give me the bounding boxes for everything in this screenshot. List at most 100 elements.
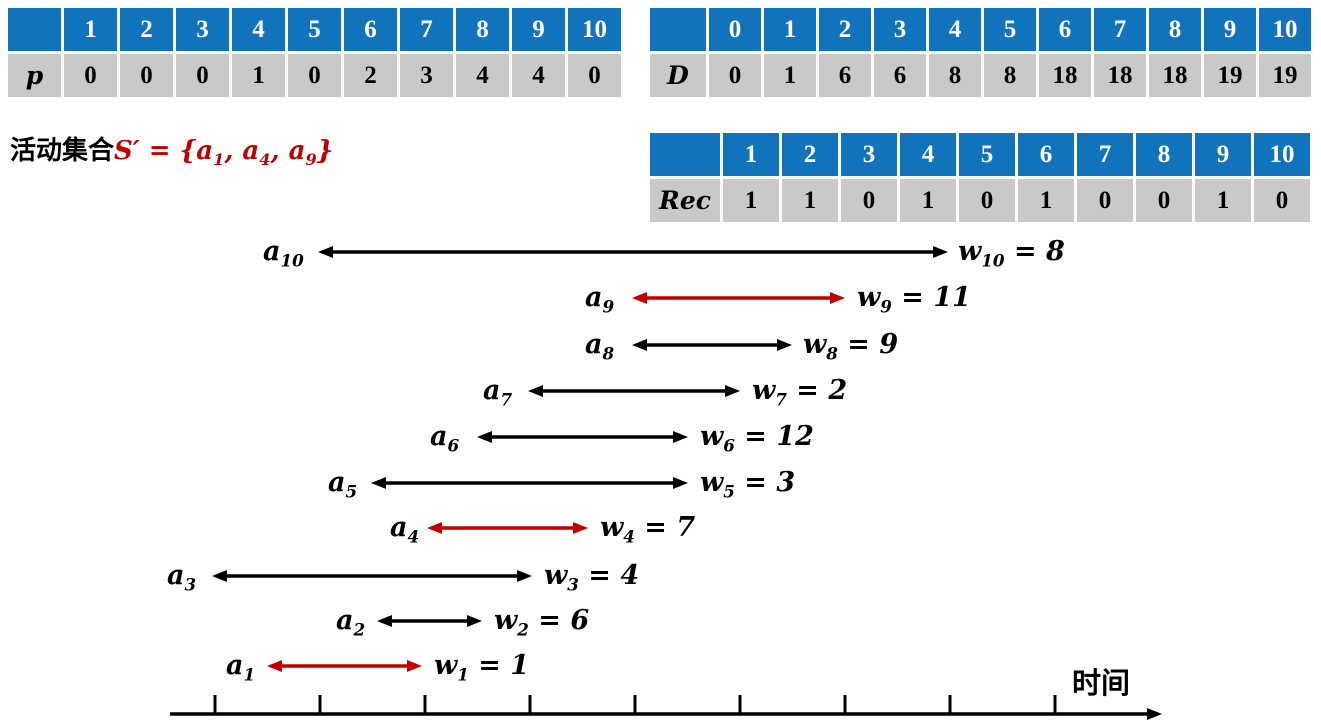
activity-label-a4: a4 xyxy=(390,512,420,547)
arrowhead-right-icon xyxy=(467,615,482,627)
d-table-header-5: 5 xyxy=(984,8,1036,51)
activity-arrow-a7 xyxy=(528,385,740,397)
weight-label-w7: w7 = 2 xyxy=(752,375,848,410)
activity-label-a6: a6 xyxy=(430,421,460,456)
rec-table-header-5: 5 xyxy=(959,133,1015,176)
p-table-header-2: 2 xyxy=(120,8,173,51)
p-table-value-10: 0 xyxy=(568,54,621,97)
arrowhead-left-icon xyxy=(528,385,543,397)
activity-arrow-a2 xyxy=(377,615,482,627)
p-table-value-6: 2 xyxy=(344,54,397,97)
rec-table-value-3: 0 xyxy=(841,179,897,222)
d-table-value-10: 19 xyxy=(1204,54,1256,97)
weight-label-w5: w5 = 3 xyxy=(700,467,796,502)
rec-table-value-10: 0 xyxy=(1254,179,1310,222)
arrowhead-left-icon xyxy=(377,615,392,627)
weight-label-w6: w6 = 12 xyxy=(700,421,814,456)
rec-table-value-9: 1 xyxy=(1195,179,1251,222)
rec-table-value-7: 0 xyxy=(1077,179,1133,222)
d-table-header-4: 4 xyxy=(929,8,981,51)
arrowhead-right-icon xyxy=(573,522,588,534)
p-table-value-9: 4 xyxy=(512,54,565,97)
d-table-value-11: 19 xyxy=(1259,54,1311,97)
rec-table-header-9: 9 xyxy=(1195,133,1251,176)
p-table-header-8: 8 xyxy=(456,8,509,51)
d-table-value-3: 6 xyxy=(819,54,871,97)
arrowhead-left-icon xyxy=(318,246,333,258)
weight-label-w4: w4 = 7 xyxy=(600,512,696,547)
activity-arrow-a5 xyxy=(371,477,688,489)
d-table-corner-cell xyxy=(650,8,706,51)
rec-table-value-8: 0 xyxy=(1136,179,1192,222)
d-table-header-7: 7 xyxy=(1094,8,1146,51)
rec-table-header-1: 1 xyxy=(723,133,779,176)
rec-table-header-2: 2 xyxy=(782,133,838,176)
p-table-row-label: p xyxy=(8,54,61,97)
p-table-header-9: 9 xyxy=(512,8,565,51)
weight-label-w8: w8 = 9 xyxy=(803,329,899,364)
d-table-header-10: 10 xyxy=(1259,8,1311,51)
p-table-header-3: 3 xyxy=(176,8,229,51)
activity-label-a9: a9 xyxy=(585,282,615,317)
arrowhead-left-icon xyxy=(632,292,647,304)
arrowhead-left-icon xyxy=(212,570,227,582)
rec-table-value-6: 1 xyxy=(1018,179,1074,222)
activity-arrow-a10 xyxy=(318,246,948,258)
p-table-header-6: 6 xyxy=(344,8,397,51)
activity-arrow-a6 xyxy=(477,431,688,443)
d-table-value-2: 1 xyxy=(764,54,816,97)
d-table-header-8: 8 xyxy=(1149,8,1201,51)
p-table-header-4: 4 xyxy=(232,8,285,51)
rec-table-header-6: 6 xyxy=(1018,133,1074,176)
time-axis xyxy=(170,695,1162,720)
activity-label-a10: a10 xyxy=(263,236,304,271)
arrowhead-left-icon xyxy=(427,522,442,534)
p-table-value-4: 1 xyxy=(232,54,285,97)
rec-table-value-1: 1 xyxy=(723,179,779,222)
arrowhead-right-icon xyxy=(933,246,948,258)
p-table-value-7: 3 xyxy=(400,54,453,97)
d-table-value-7: 18 xyxy=(1039,54,1091,97)
rec-table-value-5: 0 xyxy=(959,179,1015,222)
p-table-value-8: 4 xyxy=(456,54,509,97)
activity-set-text: 活动集合S′ = {a1, a4, a9} xyxy=(10,130,333,168)
d-table-header-9: 9 xyxy=(1204,8,1256,51)
rec-table-corner-cell xyxy=(650,133,720,176)
rec-table-header-3: 3 xyxy=(841,133,897,176)
rec-table-value-2: 1 xyxy=(782,179,838,222)
arrowhead-right-icon xyxy=(407,660,422,672)
arrowhead-right-icon xyxy=(1147,708,1162,720)
d-table-header-2: 2 xyxy=(819,8,871,51)
activity-arrow-a8 xyxy=(632,339,792,351)
weight-label-w3: w3 = 4 xyxy=(544,560,640,595)
rec-table-row-label: Rec xyxy=(650,179,720,222)
activity-label-a3: a3 xyxy=(167,560,197,595)
activity-label-a8: a8 xyxy=(585,329,615,364)
d-table-header-0: 0 xyxy=(709,8,761,51)
p-table-header-7: 7 xyxy=(400,8,453,51)
activity-arrow-a1 xyxy=(267,660,422,672)
d-table-value-9: 18 xyxy=(1149,54,1201,97)
weight-label-w10: w10 = 8 xyxy=(958,236,1065,271)
p-table-corner-cell xyxy=(8,8,61,51)
arrowhead-left-icon xyxy=(371,477,386,489)
activity-arrow-a3 xyxy=(212,570,532,582)
d-table-value-5: 8 xyxy=(929,54,981,97)
activity-label-a1: a1 xyxy=(226,650,256,685)
rec-table-value-4: 1 xyxy=(900,179,956,222)
rec-table-header-7: 7 xyxy=(1077,133,1133,176)
p-table-header-5: 5 xyxy=(288,8,341,51)
d-table-header-6: 6 xyxy=(1039,8,1091,51)
arrowhead-right-icon xyxy=(673,477,688,489)
arrowhead-right-icon xyxy=(777,339,792,351)
time-axis-label: 时间 xyxy=(1072,668,1131,700)
rec-table-header-4: 4 xyxy=(900,133,956,176)
d-table-header-3: 3 xyxy=(874,8,926,51)
p-table-value-2: 0 xyxy=(120,54,173,97)
d-table-value-1: 0 xyxy=(709,54,761,97)
rec-table-header-10: 10 xyxy=(1254,133,1310,176)
p-table-value-1: 0 xyxy=(64,54,117,97)
